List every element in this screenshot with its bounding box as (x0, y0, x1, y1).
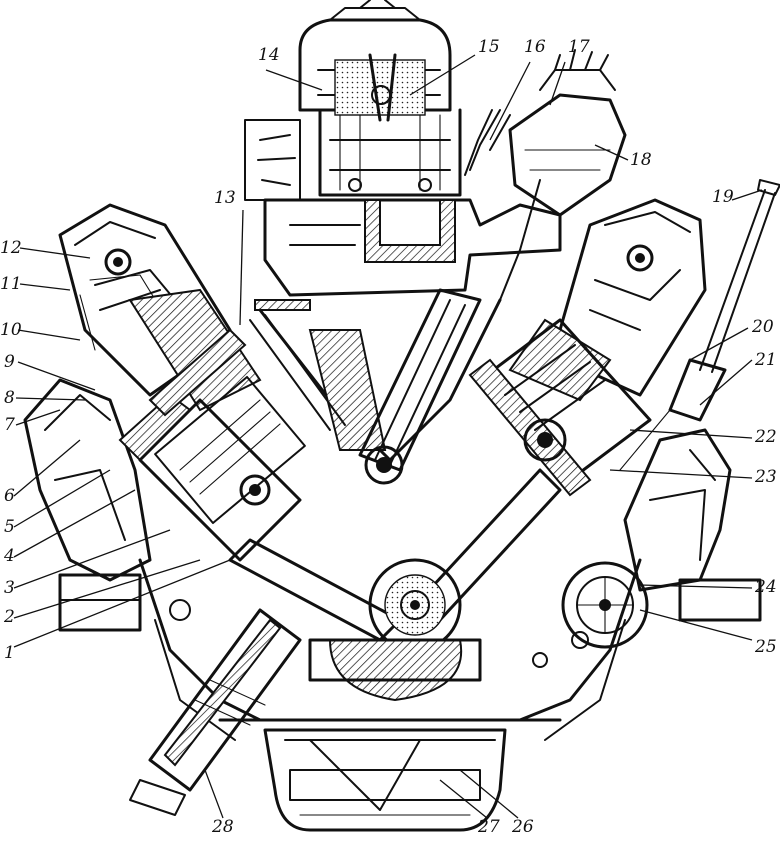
oil-pump-assembly (129, 608, 302, 816)
engine-artwork (23, 0, 780, 832)
carburetor-assembly (244, 0, 462, 201)
callout-8: 8 (4, 388, 15, 408)
leader-lines (13, 54, 763, 819)
callout-13: 13 (214, 188, 236, 208)
callout-5: 5 (4, 517, 15, 537)
callout-3: 3 (4, 578, 15, 598)
callout-6: 6 (4, 486, 15, 506)
crank-mechanism (228, 468, 562, 702)
callout-18: 18 (630, 150, 652, 170)
left-cylinder-bank (118, 328, 306, 562)
callout-20: 20 (751, 317, 774, 337)
left-cylinder-head (58, 203, 262, 412)
distributor (464, 49, 627, 301)
generator-pulley (561, 561, 649, 649)
right-cylinder-bank (468, 318, 652, 497)
callout-23: 23 (754, 467, 777, 487)
callout-4: 4 (3, 546, 15, 566)
crankcase (138, 558, 642, 741)
callout-7: 7 (4, 415, 15, 435)
intake-manifold (254, 198, 562, 311)
callout-labels: 1 2 3 4 5 6 7 8 9 10 11 12 13 14 15 16 1… (0, 37, 777, 837)
callout-19: 19 (712, 187, 734, 207)
callout-28: 28 (211, 817, 234, 837)
left-exhaust-manifold (23, 378, 152, 632)
callout-15: 15 (478, 37, 500, 57)
callout-25: 25 (754, 637, 777, 657)
callout-21: 21 (754, 350, 777, 370)
callout-10: 10 (0, 320, 22, 340)
valley-pushrods (249, 288, 502, 485)
callout-27: 27 (477, 817, 500, 837)
oil-pan (263, 728, 507, 832)
callout-17: 17 (568, 37, 590, 57)
callout-12: 12 (0, 238, 22, 258)
callout-11: 11 (0, 274, 22, 294)
callout-2: 2 (3, 607, 15, 627)
callout-26: 26 (511, 817, 534, 837)
callout-16: 16 (524, 37, 546, 57)
callout-9: 9 (4, 352, 15, 372)
callout-1: 1 (4, 643, 15, 663)
callout-24: 24 (754, 577, 777, 597)
oil-filler-tube (619, 179, 780, 471)
right-exhaust-manifold (623, 428, 762, 622)
callout-14: 14 (258, 45, 280, 65)
callout-22: 22 (754, 427, 777, 447)
